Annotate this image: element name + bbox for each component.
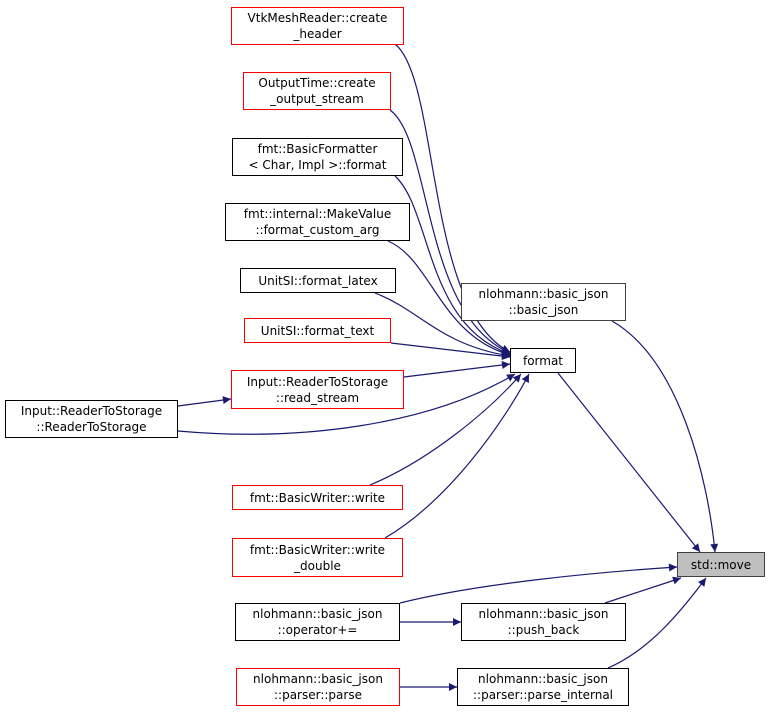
edge-create-header-format (394, 43, 511, 353)
node-basicwriter-write[interactable]: fmt::BasicWriter::write (232, 485, 403, 510)
node-basic-json-parser-parse[interactable]: nlohmann::basic_json ::parser::parse (236, 668, 400, 706)
node-format[interactable]: format (510, 348, 576, 373)
edge-read-stream-format (403, 361, 511, 378)
node-std-move[interactable]: std::move (677, 552, 765, 577)
node-unitsi-format-latex[interactable]: UnitSI::format_latex (240, 268, 396, 293)
node-outputtime-create-output-stream[interactable]: OutputTime::create _output_stream (243, 72, 391, 110)
edge-basic-formatter-format (394, 175, 511, 356)
edge-make-value-format (387, 240, 511, 357)
edge-push-back-move (604, 576, 682, 604)
edge-format-latex-format (374, 292, 511, 359)
node-basic-json-ctor[interactable]: nlohmann::basic_json ::basic_json (461, 283, 626, 321)
edge-reader-to-storage-read-stream (177, 396, 232, 407)
node-makevalue-format-custom-arg[interactable]: fmt::internal::MakeValue ::format_custom… (225, 203, 410, 241)
edge-parse-internal-move (607, 577, 707, 669)
edge-operator-move (399, 563, 678, 604)
edge-write-double-format (384, 373, 530, 539)
edge-reader-to-storage-format (177, 373, 516, 435)
node-unitsi-format-text[interactable]: UnitSI::format_text (244, 318, 391, 343)
node-basic-json-push-back[interactable]: nlohmann::basic_json ::push_back (461, 603, 626, 641)
node-basic-json-parse-internal[interactable]: nlohmann::basic_json ::parser::parse_int… (457, 668, 629, 706)
edge-output-stream-format (389, 109, 511, 354)
node-basicformatter-format[interactable]: fmt::BasicFormatter < Char, Impl >::form… (232, 138, 403, 176)
edge-basic-json-move (611, 320, 719, 553)
node-readertostorage-read-stream[interactable]: Input::ReaderToStorage ::read_stream (231, 370, 404, 409)
edge-write-format (369, 373, 522, 486)
node-basic-json-operator-plus-eq[interactable]: nlohmann::basic_json ::operator+= (235, 603, 400, 641)
node-basicwriter-write-double[interactable]: fmt::BasicWriter::write _double (232, 538, 403, 577)
node-readertostorage-ctor[interactable]: Input::ReaderToStorage ::ReaderToStorage (5, 400, 178, 438)
edge-format-move (557, 372, 701, 553)
edge-format-text-format (390, 342, 511, 361)
node-vtkmeshreader-create-header[interactable]: VtkMeshReader::create _header (231, 7, 404, 45)
